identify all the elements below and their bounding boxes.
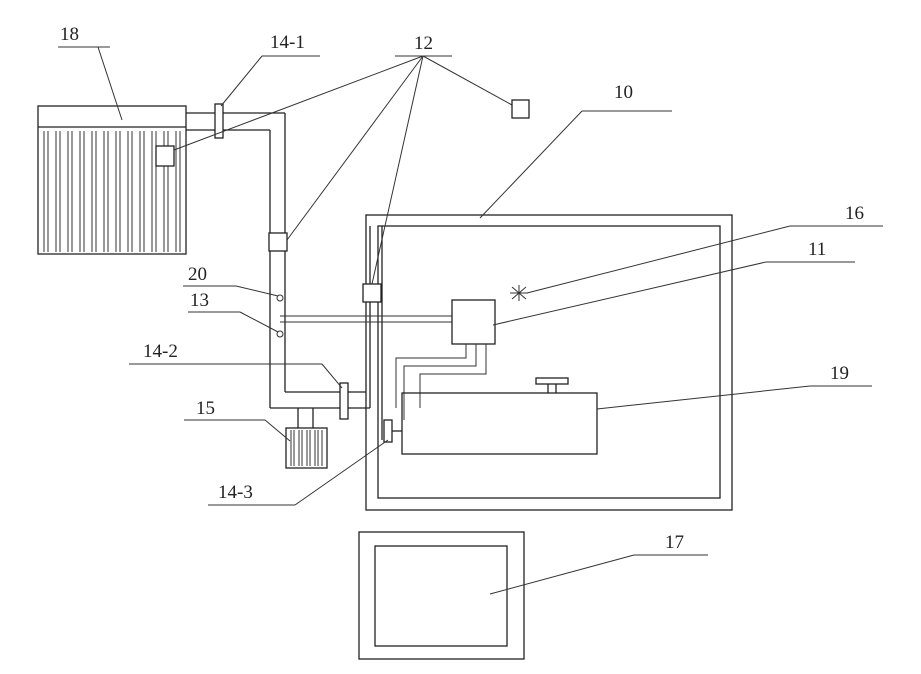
label-14-1: 14-1 [270,32,305,53]
label-20: 20 [188,264,207,285]
label-15: 15 [196,398,215,419]
pipe-top [186,104,287,408]
label-18: 18 [60,24,79,45]
label-11: 11 [808,239,826,260]
cylinder-19 [402,378,597,454]
label-14-2: 14-2 [143,341,178,362]
label-12: 12 [414,33,433,54]
tank-18 [38,106,186,254]
label-13: 13 [190,290,209,311]
cabinet-pipe [363,226,402,442]
label-14-3: 14-3 [218,482,253,503]
display-17 [359,532,524,659]
radiator-15 [286,428,327,468]
cabinet-10 [366,215,732,510]
label-10: 10 [614,82,633,103]
sensor-12-leaders [174,56,529,284]
label-16: 16 [845,203,864,224]
unit-11 [396,285,528,420]
label-19: 19 [830,363,849,384]
label-17: 17 [665,532,684,553]
